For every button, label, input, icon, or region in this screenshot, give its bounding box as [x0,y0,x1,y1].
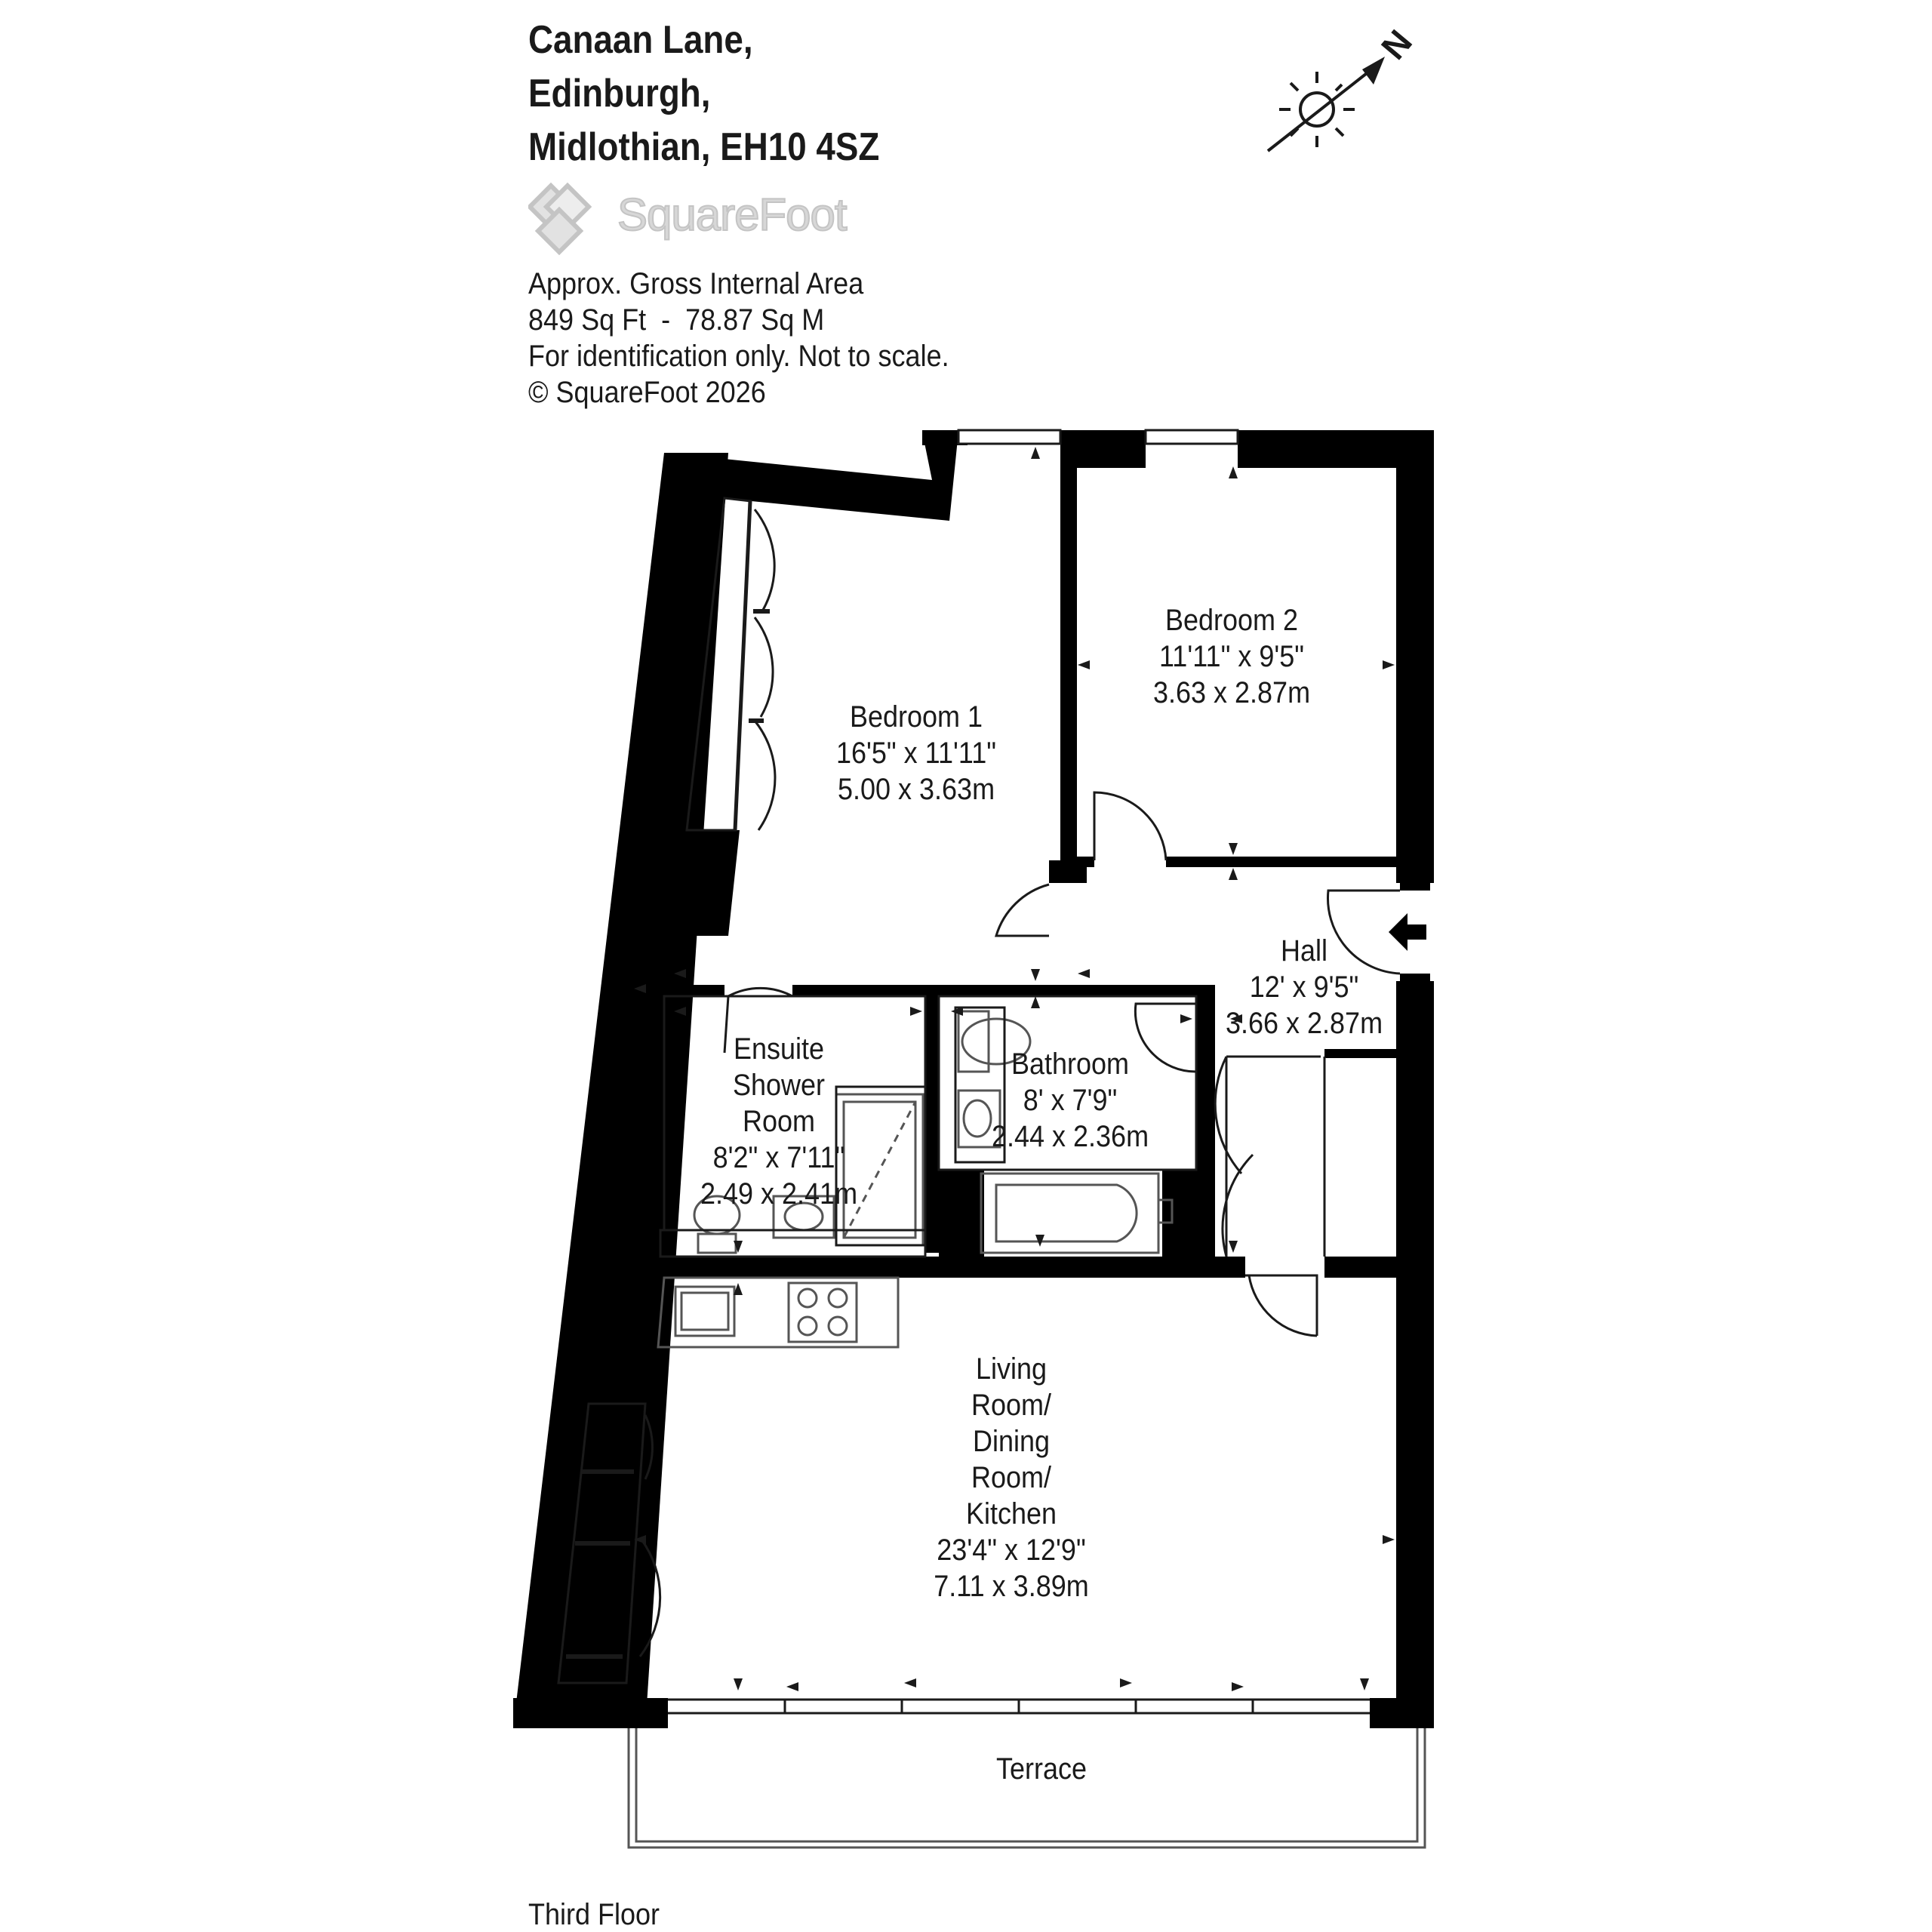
room-bathroom: Bathroom 8' x 7'9" 2.44 x 2.36m [992,1046,1149,1155]
wardrobe-bedroom1 [685,497,777,832]
door-entry [1327,889,1401,975]
hall-closet-lines [1225,1057,1326,1257]
room-living: Living Room/ Dining Room/ Kitchen 23'4" … [934,1351,1088,1604]
bedroom2-name: Bedroom 2 [1164,604,1299,637]
bathroom-imperial: 8' x 7'9" [1023,1084,1118,1117]
address-line-3: Midlothian, EH10 4SZ [528,125,880,169]
room-ensuite: Ensuite Shower Room 8'2" x 7'11" 2.49 x … [700,1031,857,1212]
entrance-arrow-icon [1389,913,1426,951]
room-hall: Hall 12' x 9'5" 3.66 x 2.87m [1226,933,1383,1041]
compass-icon: N [1266,23,1420,152]
ensuite-imperial: 8'2" x 7'11" [712,1141,845,1174]
door-bedroom1 [994,883,1050,937]
bathroom-basin [957,1089,1001,1149]
living-name-4: Room/ [971,1461,1052,1494]
living-metric: 7.11 x 3.89m [934,1570,1089,1603]
living-name-5: Kitchen [965,1497,1057,1531]
dimension-markers [634,447,1395,1691]
bathroom-fixtures [957,1010,1174,1254]
area-info-line-1: Approx. Gross Internal Area [528,267,864,300]
bathroom-toilet [961,1017,1032,1066]
brand-name: SquareFoot [617,189,848,241]
windows [957,429,1239,445]
door-swings [723,791,1401,1337]
window-bedroom1 [957,429,1062,445]
kitchen-sink [674,1285,736,1337]
bedroom1-name: Bedroom 1 [849,700,983,734]
hall-name: Hall [1280,934,1328,968]
bedroom2-metric: 3.63 x 2.87m [1152,676,1311,709]
terrace-sliding-doors [668,1698,1370,1715]
door-bedroom2 [1093,791,1168,861]
address-block: Canaan Lane, Edinburgh, Midlothian, EH10… [528,14,879,174]
address-line-2: Edinburgh, [528,72,711,115]
bedroom1-imperial: 16'5" x 11'11" [835,737,997,770]
bathroom-toilet-cistern [957,1010,990,1073]
room-bedroom2: Bedroom 2 11'11" x 9'5" 3.63 x 2.87m [1153,602,1310,711]
kitchen-worktop [657,1276,900,1349]
floor-label: Third Floor [528,1898,660,1931]
living-name-1: Living [975,1352,1048,1386]
west-wall [513,453,728,1728]
ensuite-name-3: Room [742,1105,816,1138]
bathroom-metric: 2.44 x 2.36m [991,1120,1149,1153]
ensuite-basin [772,1195,835,1239]
terrace-name: Terrace [995,1752,1088,1786]
area-info-line-4: © SquareFoot 2026 [528,376,766,409]
squarefoot-logo-icon [528,182,592,255]
bedroom2-imperial: 11'11" x 9'5" [1158,640,1305,673]
kitchen-hob [787,1281,858,1343]
door-hall-closet [1214,1055,1321,1257]
room-bedroom1: Bedroom 1 16'5" x 11'11" 5.00 x 3.63m [836,699,996,808]
hall-imperial: 12' x 9'5" [1249,971,1359,1004]
bedroom1-metric: 5.00 x 3.63m [837,773,995,806]
wardrobe-living [557,1402,662,1684]
living-imperial: 23'4" x 12'9" [937,1534,1086,1567]
bathroom-name: Bathroom [1011,1048,1130,1081]
living-name-3: Dining [972,1425,1051,1458]
ensuite-name-2: Shower [732,1069,826,1102]
area-info-line-2: 849 Sq Ft - 78.87 Sq M [528,303,825,337]
kitchen-units [657,1276,900,1349]
terrace-outline [627,1728,1426,1849]
address-line-1: Canaan Lane, [528,18,753,62]
walls [513,430,1434,1728]
living-name-2: Room/ [971,1389,1052,1422]
bathroom-partitions [659,995,1198,1258]
area-info-line-3: For identification only. Not to scale. [528,340,949,373]
area-info: Approx. Gross Internal Area 849 Sq Ft - … [528,266,949,411]
north-arrow-icon [1362,57,1385,85]
room-terrace: Terrace [996,1751,1087,1787]
door-bathroom [1134,1002,1197,1073]
window-bedroom2 [1144,429,1239,445]
door-kitchen [1245,1274,1318,1337]
ensuite-name-1: Ensuite [733,1032,825,1066]
ensuite-metric: 2.49 x 2.41m [700,1177,858,1211]
hall-metric: 3.66 x 2.87m [1225,1007,1383,1040]
door-ensuite [723,986,793,1054]
